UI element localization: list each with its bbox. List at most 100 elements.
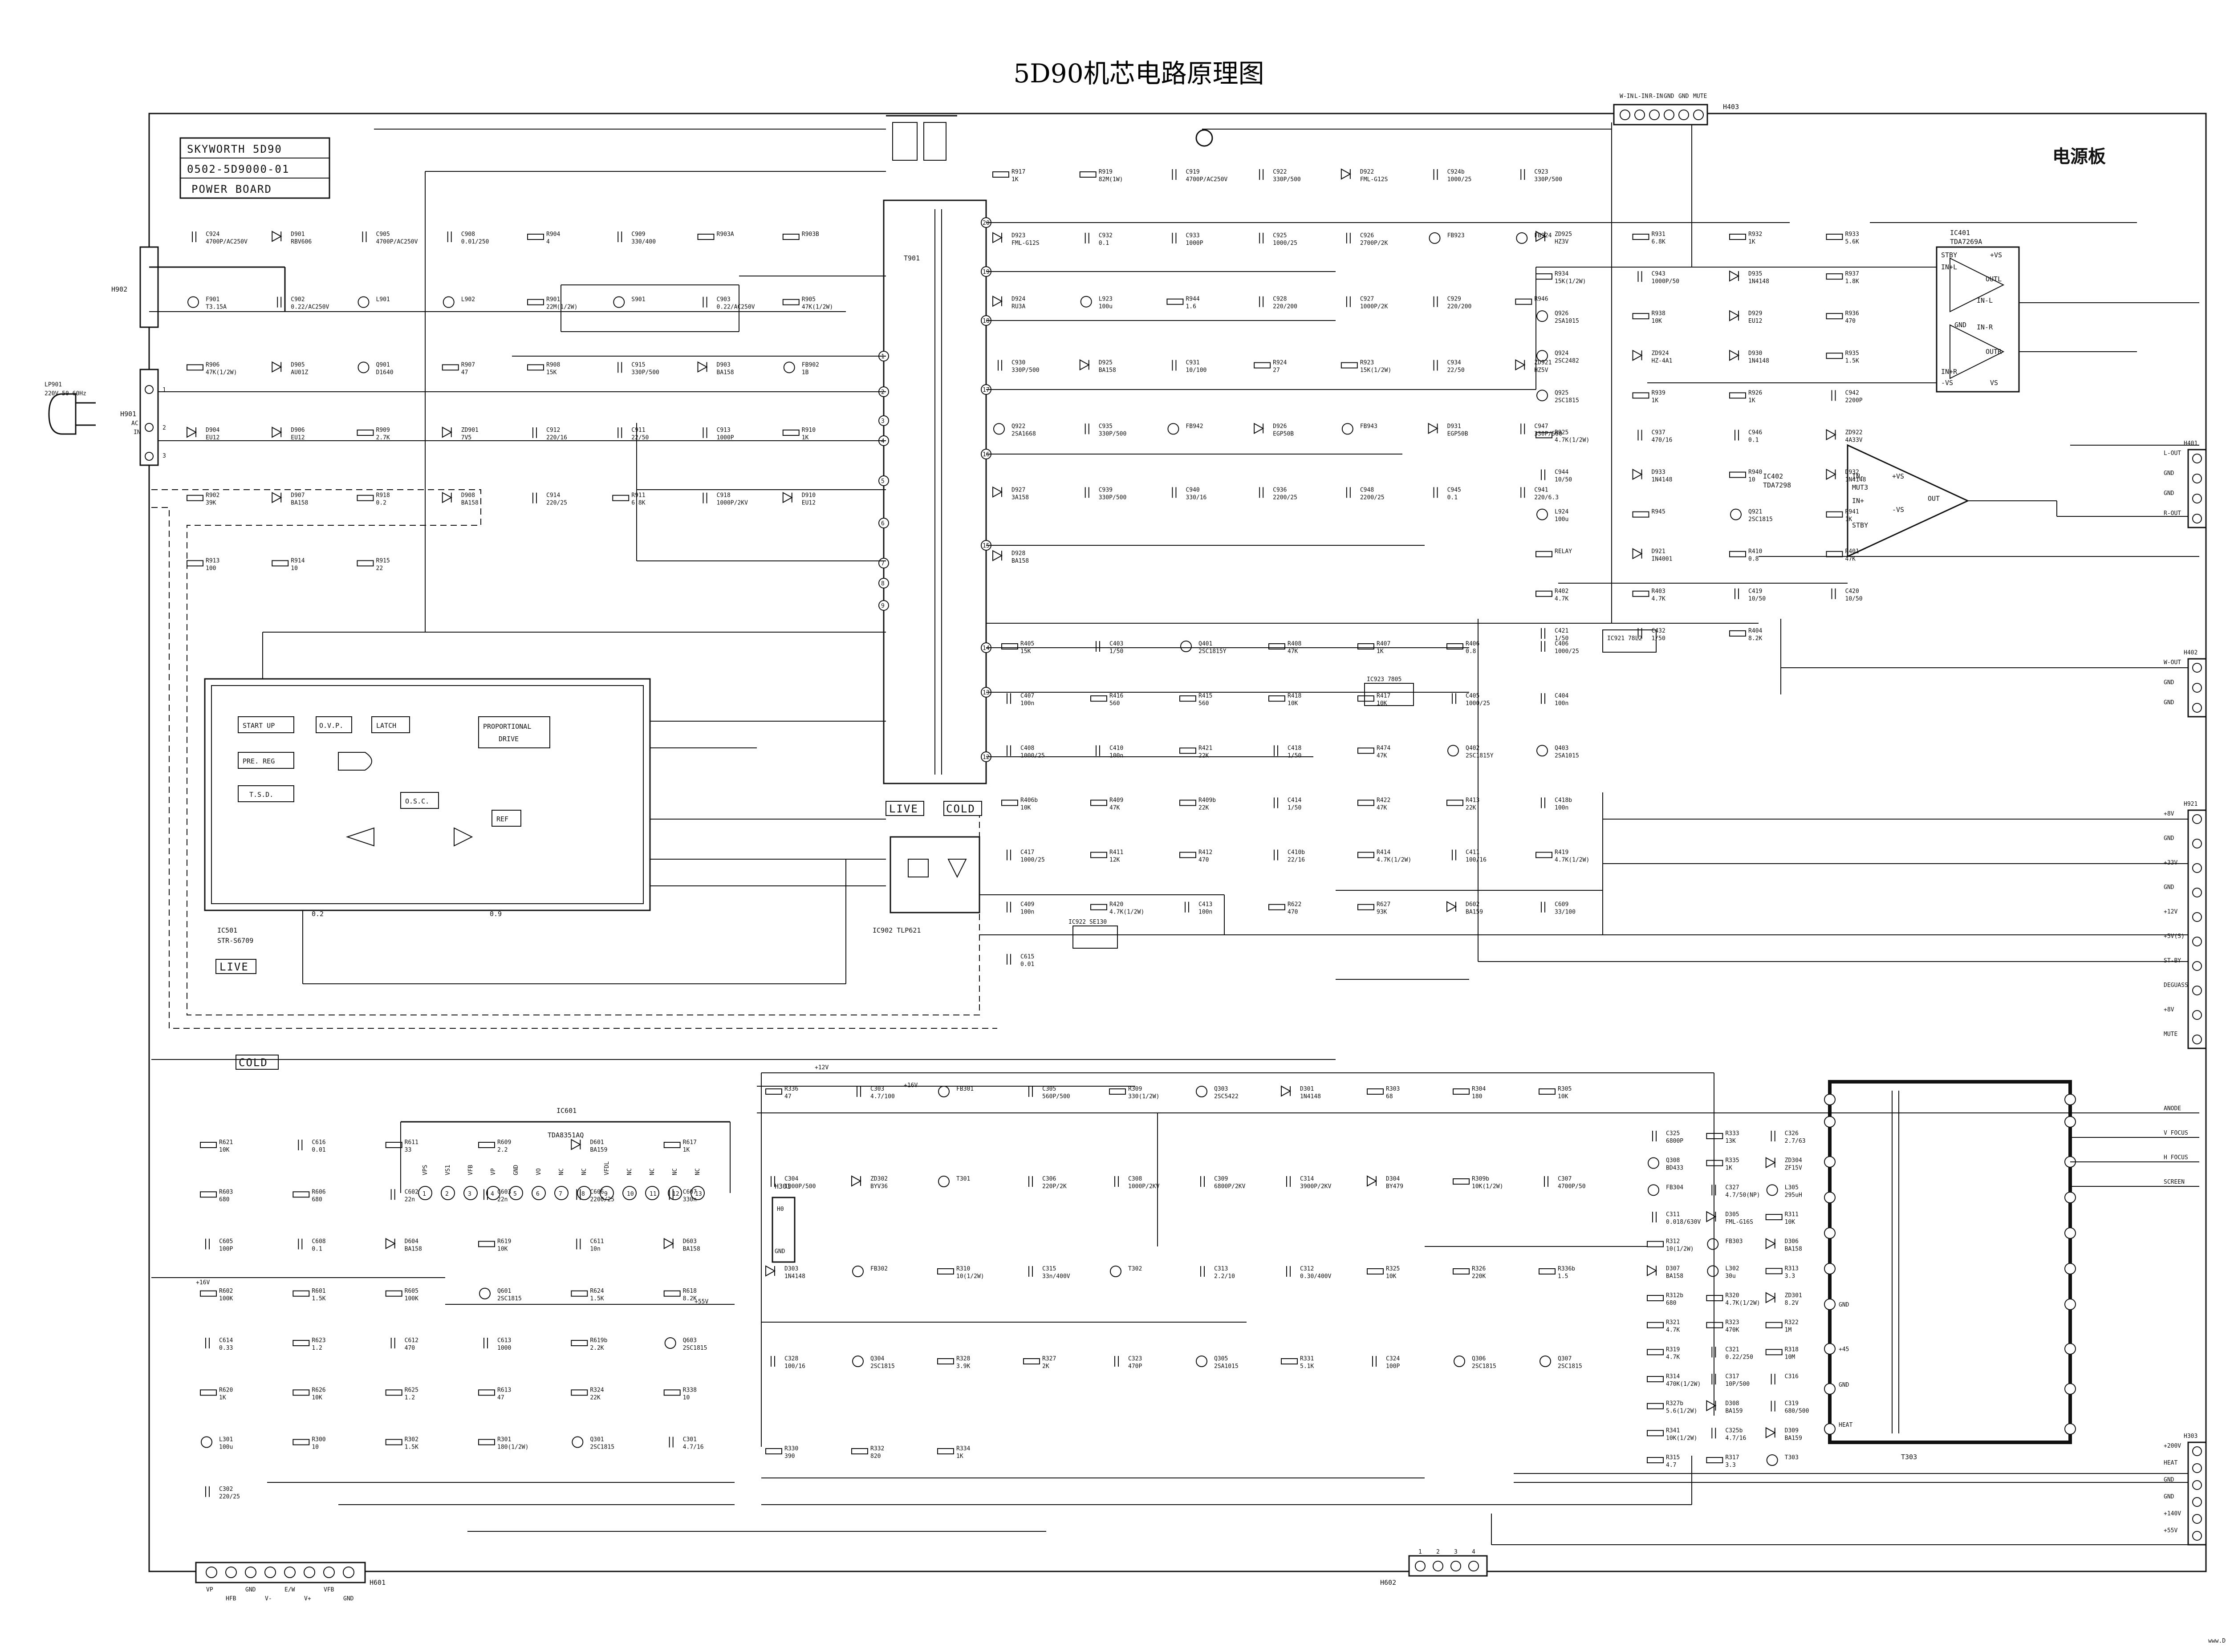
- svg-text:R327: R327: [1042, 1356, 1056, 1362]
- svg-text:R932: R932: [1748, 231, 1762, 238]
- svg-text:4.7K(1/2W): 4.7K(1/2W): [1725, 1300, 1760, 1307]
- svg-text:ZD925: ZD925: [1555, 231, 1572, 238]
- svg-text:220/25: 220/25: [219, 1494, 240, 1500]
- svg-text:0.8: 0.8: [1748, 556, 1759, 563]
- svg-text:22/16: 22/16: [1288, 857, 1305, 864]
- svg-text:14: 14: [983, 645, 990, 652]
- svg-text:D308: D308: [1725, 1400, 1739, 1407]
- svg-text:R313: R313: [1785, 1265, 1799, 1272]
- svg-text:1: 1: [162, 387, 166, 394]
- svg-text:4.7K(1/2W): 4.7K(1/2W): [1555, 437, 1589, 443]
- svg-text:R412: R412: [1198, 849, 1212, 856]
- svg-text:68: 68: [1386, 1093, 1393, 1100]
- svg-text:EU12: EU12: [206, 434, 219, 441]
- svg-text:C918: C918: [717, 492, 731, 499]
- h403-pin: MUTE: [1693, 93, 1707, 120]
- h601-pin: GND: [343, 1567, 354, 1602]
- svg-text:2K: 2K: [1042, 1363, 1049, 1370]
- svg-text:FB301: FB301: [956, 1086, 974, 1092]
- svg-text:0.8: 0.8: [1466, 648, 1476, 655]
- svg-text:10: 10: [312, 1444, 319, 1451]
- svg-text:+16V: +16V: [196, 1279, 210, 1286]
- svg-text:1000P/50: 1000P/50: [1652, 278, 1680, 285]
- svg-text:R303: R303: [1386, 1086, 1400, 1092]
- svg-text:100K: 100K: [405, 1295, 418, 1302]
- svg-text:D930: D930: [1748, 350, 1762, 357]
- svg-text:C613: C613: [497, 1337, 511, 1344]
- svg-text:NC: NC: [581, 1168, 588, 1175]
- svg-text:IC902 TLP621: IC902 TLP621: [873, 926, 921, 934]
- svg-text:IC501: IC501: [217, 926, 237, 934]
- svg-text:220/16: 220/16: [546, 434, 567, 441]
- svg-text:4.7K(1/2W): 4.7K(1/2W): [1555, 857, 1589, 864]
- svg-text:R414: R414: [1377, 849, 1390, 856]
- svg-text:2: 2: [445, 1191, 449, 1197]
- flyback-pin: [1824, 1116, 2076, 1128]
- svg-text:22M(1/2W): 22M(1/2W): [546, 304, 577, 311]
- svg-text:2SA1668: 2SA1668: [1011, 430, 1036, 437]
- svg-text:8.2K: 8.2K: [1748, 635, 1762, 642]
- svg-text:22K: 22K: [1198, 752, 1209, 759]
- svg-text:1K: 1K: [1377, 648, 1384, 655]
- svg-text:EU12: EU12: [1748, 318, 1762, 325]
- svg-text:GND: GND: [1839, 1302, 1849, 1308]
- svg-text:D306: D306: [1785, 1238, 1799, 1245]
- svg-text:R902: R902: [206, 492, 219, 499]
- svg-text:W-OUT: W-OUT: [2164, 659, 2181, 666]
- component: R903A: [697, 231, 734, 240]
- ic601-pin-8: 8NC: [577, 1168, 591, 1200]
- svg-text:BA158: BA158: [683, 1246, 700, 1253]
- svg-text:47K(1/2W): 47K(1/2W): [802, 304, 833, 311]
- svg-text:100n: 100n: [1555, 804, 1568, 811]
- svg-text:D907: D907: [291, 492, 305, 499]
- svg-text:7: 7: [559, 1191, 562, 1197]
- svg-text:D933: D933: [1652, 469, 1665, 476]
- svg-text:2700P/2K: 2700P/2K: [1360, 240, 1388, 247]
- flyback-pin: [1824, 1094, 2076, 1105]
- svg-text:+140V: +140V: [2164, 1510, 2181, 1517]
- svg-text:R309: R309: [1128, 1086, 1142, 1092]
- board-outline: [148, 113, 2207, 1572]
- svg-text:R314: R314: [1666, 1373, 1680, 1380]
- svg-text:R408: R408: [1288, 641, 1301, 647]
- flyback-pins: [1824, 1094, 2076, 1435]
- svg-text:15: 15: [983, 543, 990, 549]
- svg-text:2200/25: 2200/25: [1360, 494, 1385, 501]
- svg-text:7V5: 7V5: [461, 434, 471, 441]
- svg-text:R935: R935: [1845, 350, 1859, 357]
- id-line-3: POWER BOARD: [191, 183, 272, 195]
- svg-text:TDA8351AQ: TDA8351AQ: [548, 1131, 584, 1139]
- svg-text:L-IN: L-IN: [1634, 93, 1648, 100]
- svg-text:GND: GND: [1678, 93, 1689, 100]
- svg-text:3: 3: [1454, 1549, 1458, 1555]
- svg-text:EU12: EU12: [291, 434, 305, 441]
